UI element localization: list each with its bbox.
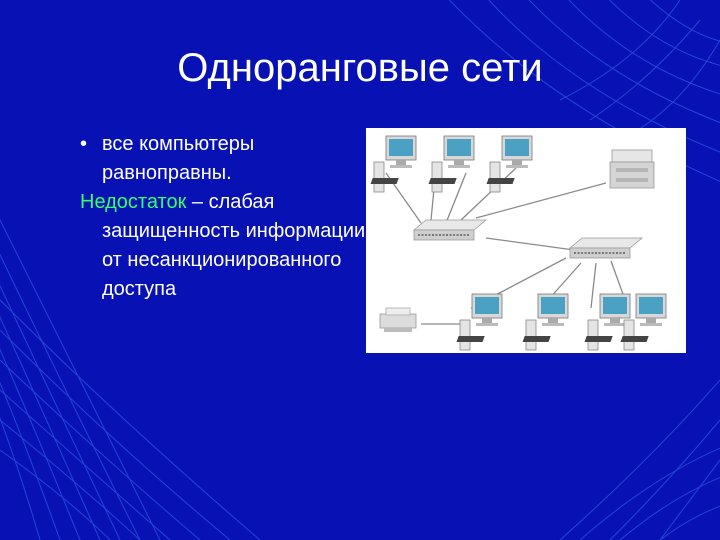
drawback-label: Недостаток	[80, 191, 187, 213]
bullet-marker: •	[80, 133, 88, 155]
slide-body: • все компьютеры равноправны. Недостаток…	[80, 130, 370, 304]
desktop-computer-icon	[486, 135, 533, 193]
network-switch-icon	[569, 237, 643, 259]
bullet-item: • все компьютеры равноправны.	[80, 130, 370, 188]
drawback-text: – слабая	[186, 191, 275, 213]
desktop-computer-icon	[456, 293, 503, 351]
network-diagram	[366, 128, 686, 353]
desktop-computer-icon	[522, 293, 569, 351]
desktop-computer-icon	[370, 135, 417, 193]
drawback-continuation: защищенность информации от несанкциониро…	[102, 220, 366, 300]
desktop-computer-icon	[428, 135, 475, 193]
network-switch-icon	[413, 219, 487, 241]
bullet-text: все компьютеры равноправны.	[102, 133, 255, 184]
drawback-line: Недостаток – слабая	[80, 188, 370, 217]
slide-title: Одноранговые сети	[177, 46, 543, 90]
laser-printer-icon	[609, 149, 655, 189]
inkjet-printer-icon	[379, 307, 417, 332]
